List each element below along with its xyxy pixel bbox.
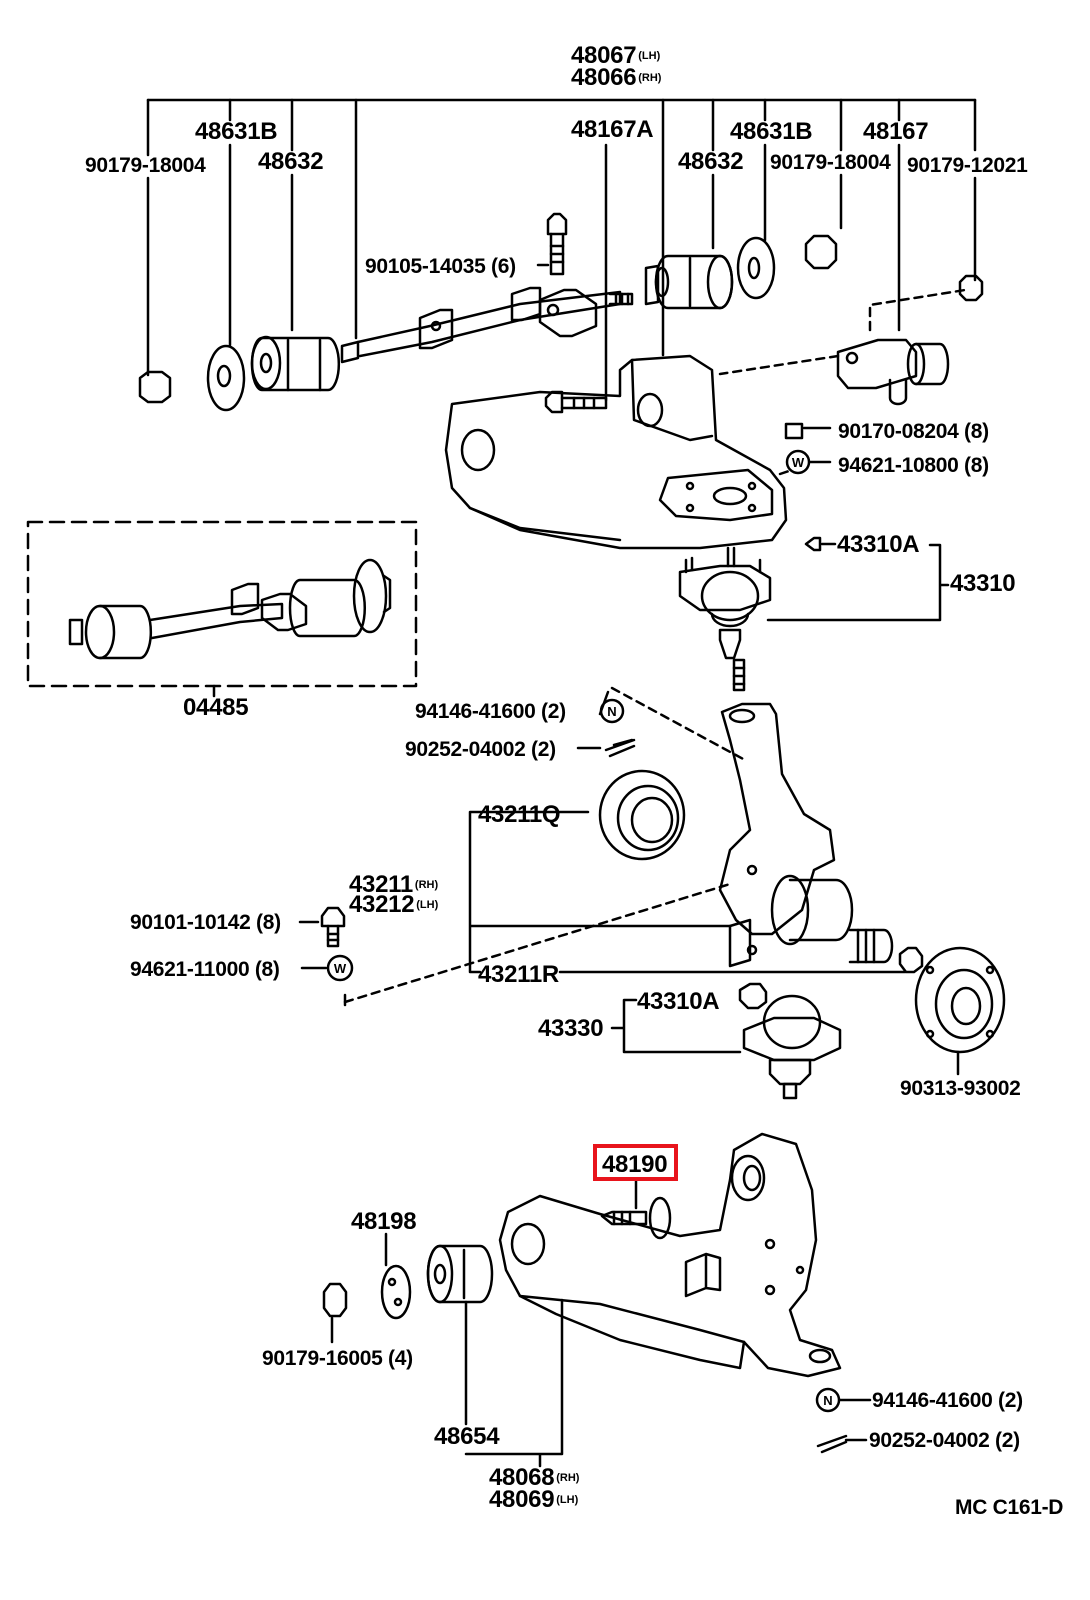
label-90105-14035: 90105-14035 (6) — [365, 255, 516, 278]
lower-ball-joint — [610, 982, 842, 1100]
label-90179-18004-left: 90179-18004 — [85, 154, 206, 177]
w-washer-upper-letter: W — [792, 455, 805, 470]
washer-left — [206, 344, 246, 412]
hub-flange — [898, 946, 1006, 1076]
label-48167: 48167 — [863, 118, 929, 145]
lower-bushing-parts — [322, 1232, 564, 1468]
label-43212: 43212(LH) — [349, 891, 439, 918]
nut-left — [138, 370, 172, 404]
adjust-bolt — [600, 1178, 672, 1240]
nut-far-right — [958, 274, 984, 302]
washer-right — [736, 236, 776, 300]
label-94621-11000: 94621-11000 (8) — [130, 958, 280, 981]
label-48068: 48068(RH) — [489, 1464, 580, 1491]
w-washer-lower — [326, 954, 354, 982]
label-48632-left: 48632 — [258, 148, 324, 175]
label-48631B-left: 48631B — [195, 118, 278, 145]
label-48167A: 48167A — [571, 116, 654, 143]
label-43330: 43330 — [538, 1015, 604, 1042]
label-48632-right: 48632 — [678, 148, 744, 175]
label-48066: 48066(RH) — [571, 64, 662, 91]
label-43310A-lower: 43310A — [637, 988, 720, 1015]
label-90313-93002: 90313-93002 — [900, 1077, 1021, 1100]
label-90179-18004-right: 90179-18004 — [770, 151, 891, 174]
knuckle-bracket — [343, 686, 907, 1007]
lower-control-arm — [498, 1132, 842, 1378]
cotter-hardware — [576, 698, 872, 1454]
label-43310A-upper: 43310A — [837, 531, 920, 558]
label-90170-08204: 90170-08204 (8) — [838, 420, 989, 443]
label-43211R: 43211R — [478, 961, 559, 988]
n-nut-upper-letter: N — [607, 704, 616, 719]
bushing-left — [250, 336, 341, 392]
label-48654: 48654 — [434, 1423, 500, 1450]
diagram-code: MC C161-D — [955, 1496, 1064, 1519]
label-94146-41600-upper: 94146-41600 (2) — [415, 700, 566, 723]
upper-ball-joint — [678, 543, 950, 692]
upper-arm-assembly-bracket — [146, 98, 977, 402]
label-43211: 43211(RH) — [349, 871, 439, 898]
steering-knuckle — [718, 702, 894, 968]
subassembly-box — [26, 520, 418, 698]
label-43310: 43310 — [950, 570, 1016, 597]
highlight-box-48190[interactable]: 48190 — [593, 1144, 678, 1181]
seal — [598, 769, 686, 861]
label-90179-16005: 90179-16005 (4) — [262, 1347, 413, 1370]
label-04485: 04485 — [183, 694, 249, 721]
label-94146-41600-lower: 94146-41600 (2) — [872, 1389, 1023, 1412]
arm-hardware — [784, 422, 837, 552]
upper-control-arm — [444, 354, 794, 550]
cam-bracket — [718, 338, 950, 406]
label-48198: 48198 — [351, 1208, 417, 1235]
label-48190: 48190 — [602, 1151, 668, 1178]
label-94621-10800: 94621-10800 (8) — [838, 454, 989, 477]
label-48631B-right: 48631B — [730, 118, 813, 145]
nut-right — [804, 234, 838, 270]
label-90179-12021: 90179-12021 — [907, 154, 1028, 177]
label-43211Q: 43211Q — [478, 801, 561, 828]
upper-shaft — [340, 286, 634, 364]
n-nut-upper — [599, 698, 625, 724]
left-bushing-parts — [138, 335, 341, 412]
right-bushing-parts — [644, 234, 984, 332]
knuckle-bolts — [298, 906, 354, 982]
w-washer-lower-letter: W — [334, 961, 347, 976]
n-nut-lower-letter: N — [823, 1393, 832, 1408]
label-90252-04002-lower: 90252-04002 (2) — [869, 1429, 1020, 1452]
label-90101-10142: 90101-10142 (8) — [130, 911, 281, 934]
label-48069: 48069(LH) — [489, 1486, 579, 1513]
label-48067: 48067(LH) — [571, 42, 661, 69]
label-90252-04002-upper: 90252-04002 (2) — [405, 738, 556, 761]
